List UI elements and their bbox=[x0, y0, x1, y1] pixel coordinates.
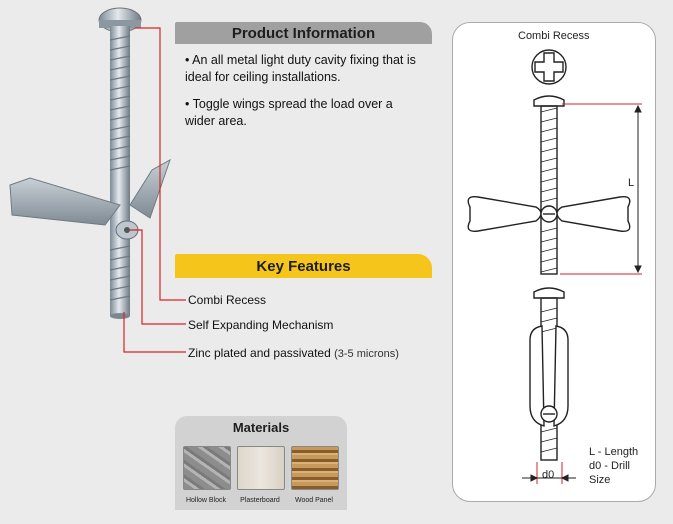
legend-value: Drill Size bbox=[589, 460, 630, 486]
diagram-legend: L - Length d0 - Drill Size bbox=[589, 445, 649, 487]
key-features-header: Key Features bbox=[175, 254, 432, 278]
material-label: Hollow Block bbox=[185, 497, 227, 504]
feature-item: Self Expanding Mechanism bbox=[188, 318, 333, 332]
feature-label: Zinc plated and passivated bbox=[188, 346, 331, 360]
product-info-bullet-2: • Toggle wings spread the load over a wi… bbox=[185, 97, 393, 128]
product-info-bullet-1: • An all metal light duty cavity fixing … bbox=[185, 53, 416, 84]
legend-key: d0 - bbox=[589, 460, 608, 472]
legend-key: L - bbox=[589, 446, 602, 458]
feature-label: Combi Recess bbox=[188, 293, 267, 307]
plasterboard-swatch bbox=[237, 446, 285, 490]
product-info-header: Product Information bbox=[175, 22, 432, 44]
feature-item: Combi Recess bbox=[188, 293, 266, 307]
callout-lines bbox=[123, 27, 186, 353]
key-features-title: Key Features bbox=[256, 257, 351, 275]
legend-row: d0 - Drill Size bbox=[589, 459, 649, 487]
material-label: Wood Panel bbox=[294, 497, 333, 504]
dimension-length-label: L bbox=[628, 177, 635, 189]
material-label: Plasterboard bbox=[240, 497, 280, 504]
toggle-bolt-photo bbox=[9, 7, 171, 319]
materials-title: Materials bbox=[232, 419, 290, 435]
legend-row: L - Length bbox=[589, 445, 649, 459]
toggle-bolt-diagram bbox=[467, 49, 642, 484]
diagram-title: Combi Recess bbox=[518, 30, 590, 42]
dimension-drill-label: d0 bbox=[542, 469, 555, 481]
feature-sublabel: (3-5 microns) bbox=[334, 348, 399, 360]
legend-value: Length bbox=[604, 446, 639, 458]
wood-panel-swatch bbox=[291, 446, 339, 490]
feature-label: Self Expanding Mechanism bbox=[188, 318, 334, 332]
feature-item: Zinc plated and passivated (3-5 microns) bbox=[188, 346, 399, 360]
product-info-title: Product Information bbox=[231, 24, 376, 42]
hollow-block-swatch bbox=[183, 446, 231, 490]
